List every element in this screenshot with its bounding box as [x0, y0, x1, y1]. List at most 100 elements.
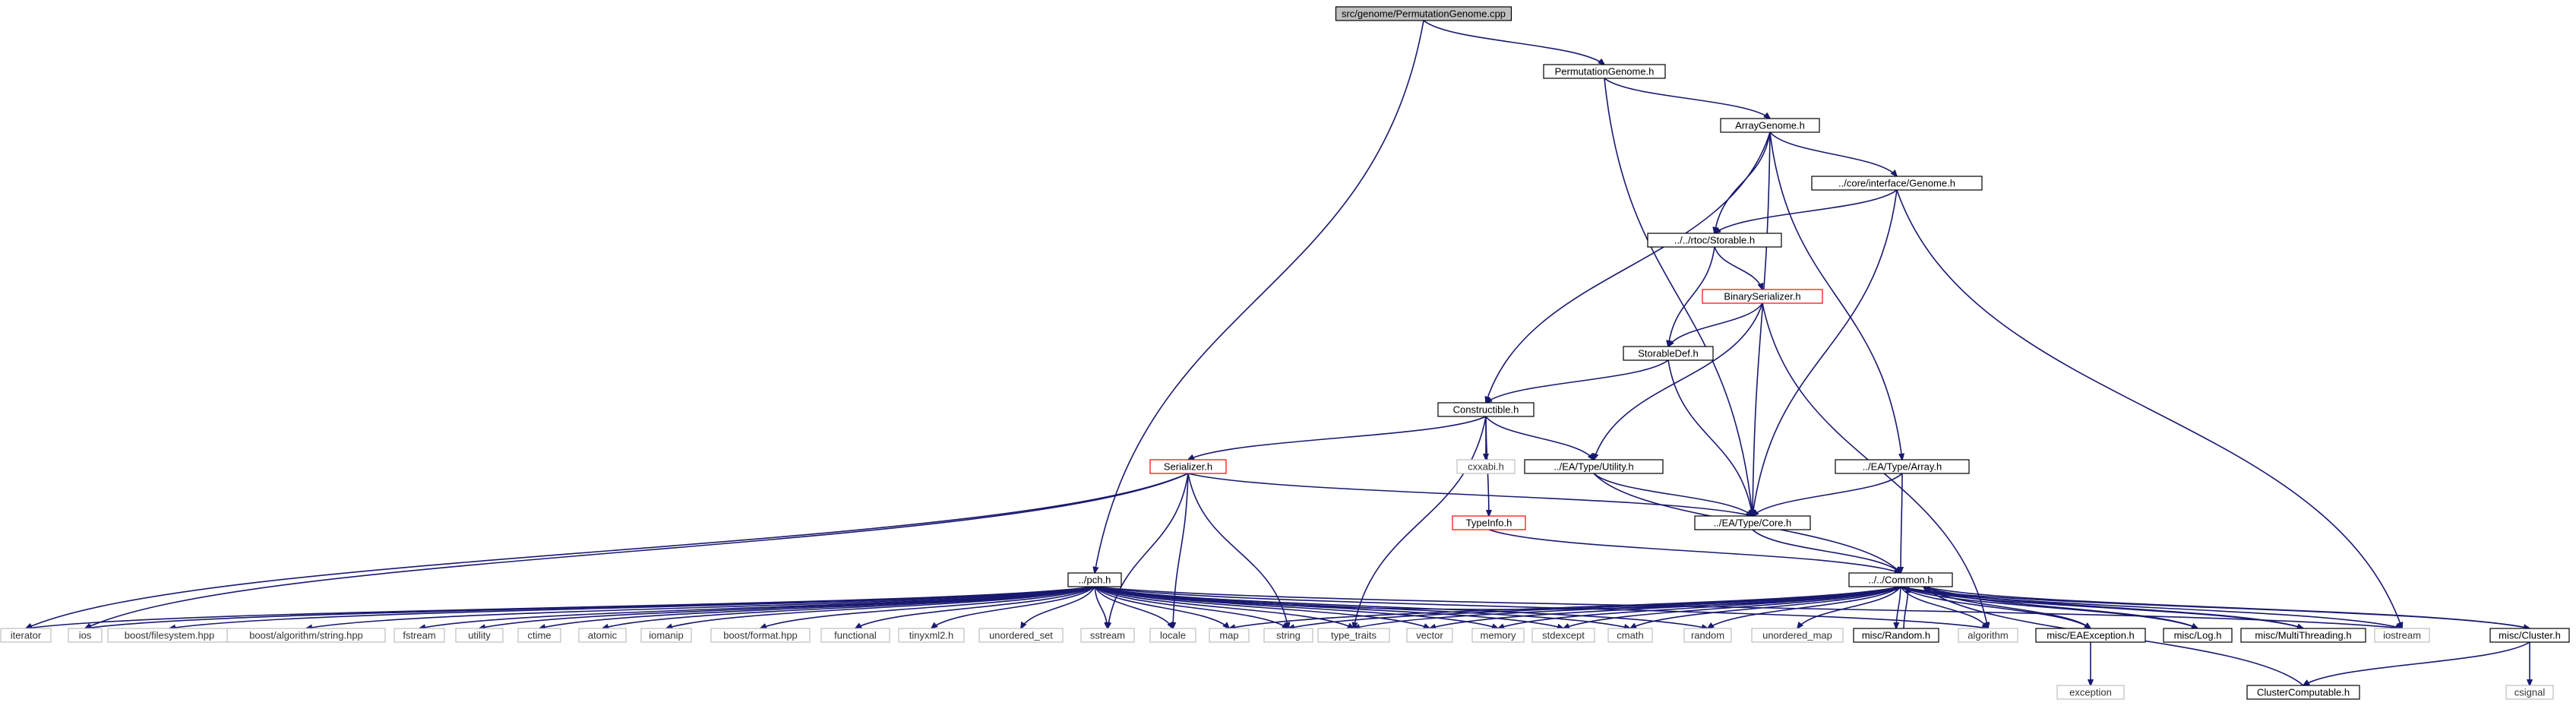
node-vector: vector: [1406, 628, 1453, 643]
edge-pch-to-bas: [306, 586, 1095, 628]
node-box: [1683, 628, 1732, 643]
node-binser[interactable]: BinarySerializer.h: [1702, 289, 1823, 304]
node-label: iterator: [11, 630, 42, 641]
edge-pch-to-ctime: [539, 586, 1095, 628]
node-box: [1531, 628, 1595, 643]
node-label: locale: [1160, 630, 1186, 641]
node-mlog[interactable]: misc/Log.h: [2163, 628, 2233, 643]
nodes-layer: src/genome/PermutationGenome.cppPermutat…: [0, 6, 2570, 700]
node-box: [1853, 628, 1939, 643]
node-cxxabi: cxxabi.h: [1456, 459, 1516, 474]
edge-mthread-to-common: [1923, 587, 2304, 629]
node-label: utility: [468, 630, 491, 641]
edge-root-to-pch: [1095, 20, 1424, 573]
node-label: iostream: [2383, 630, 2421, 641]
node-label: random: [1691, 630, 1724, 641]
node-serializer[interactable]: Serializer.h: [1149, 459, 1227, 474]
node-label: boost/algorithm/string.hpp: [249, 630, 363, 641]
edge-common-to-iostream: [1900, 586, 2402, 628]
node-box: [1437, 402, 1535, 417]
edge-constructible-to-utility_h: [1485, 416, 1594, 460]
edge-common-to-vector: [1430, 586, 1901, 628]
node-label: ../../Common.h: [1868, 574, 1933, 586]
edge-mcluster-to-common: [1923, 587, 2530, 629]
node-box: [2505, 685, 2554, 700]
node-box: [1335, 6, 1512, 21]
edge-pch-to-algorithm: [1094, 586, 1988, 628]
node-box: [898, 628, 965, 643]
node-constructible[interactable]: Constructible.h: [1437, 402, 1535, 417]
node-box: [1209, 628, 1250, 643]
node-arraygenome[interactable]: ArrayGenome.h: [1720, 118, 1820, 133]
node-storabledef[interactable]: StorableDef.h: [1623, 346, 1714, 361]
edge-pch-to-functional: [855, 586, 1095, 628]
edge-mcluster-to-clustcomp: [2303, 641, 2530, 685]
node-utility: utility: [455, 628, 504, 643]
edge-pch-to-tinyxml2: [931, 586, 1095, 628]
node-label: memory: [1481, 630, 1516, 641]
node-label: Constructible.h: [1453, 404, 1519, 416]
node-label: stdexcept: [1542, 630, 1585, 641]
node-box: [2374, 628, 2430, 643]
edge-serializer-to-sstream: [1108, 473, 1189, 628]
node-clustcomp[interactable]: ClusterComputable.h: [2246, 685, 2360, 700]
node-storable[interactable]: ../../rtoc/Storable.h: [1647, 233, 1782, 248]
node-mrandom[interactable]: misc/Random.h: [1853, 628, 1939, 643]
node-array_h[interactable]: ../EA/Type/Array.h: [1835, 459, 1970, 474]
node-genome[interactable]: ../core/interface/Genome.h: [1811, 176, 1983, 191]
node-csignal: csignal: [2505, 685, 2554, 700]
edge-common-to-umap: [1797, 586, 1901, 628]
node-mthread[interactable]: misc/MultiThreading.h: [2240, 628, 2366, 643]
node-common[interactable]: ../../Common.h: [1848, 572, 1953, 587]
node-label: atomic: [588, 630, 618, 641]
edge-pch-to-map: [1094, 586, 1229, 628]
node-pch[interactable]: ../pch.h: [1067, 572, 1122, 587]
node-utility_h[interactable]: ../EA/Type/Utility.h: [1524, 459, 1664, 474]
node-box: [710, 628, 811, 643]
edge-pch-to-string: [1094, 586, 1288, 628]
node-label: ../EA/Type/Utility.h: [1554, 461, 1633, 473]
node-box: [1317, 628, 1390, 643]
edge-common-to-mrandom: [1896, 586, 1901, 628]
node-mcluster[interactable]: misc/Cluster.h: [2489, 628, 2570, 643]
node-uset: unordered_set: [978, 628, 1064, 643]
node-core[interactable]: ../EA/Type/Core.h: [1694, 515, 1811, 530]
node-root[interactable]: src/genome/PermutationGenome.cpp: [1335, 6, 1512, 21]
node-box: [226, 628, 386, 643]
edge-pch-to-iostream: [1094, 586, 2402, 628]
node-eaexc[interactable]: misc/EAException.h: [2035, 628, 2146, 643]
edge-root-to-permgenome: [1423, 20, 1604, 65]
node-memory: memory: [1471, 628, 1525, 643]
node-ios: ios: [68, 628, 103, 643]
node-box: [1080, 628, 1135, 643]
edge-genome-to-storable: [1715, 189, 1898, 233]
edge-common-to-algorithm: [1900, 586, 1988, 628]
node-bas: boost/algorithm/string.hpp: [226, 628, 386, 643]
node-umap: unordered_map: [1751, 628, 1844, 643]
edge-storabledef-to-constructible: [1486, 359, 1669, 403]
node-box: [1647, 233, 1782, 248]
node-permgenome[interactable]: PermutationGenome.h: [1543, 64, 1666, 79]
edge-binser-to-storabledef: [1668, 302, 1763, 347]
edge-pch-to-vector: [1094, 586, 1430, 628]
node-label: sstream: [1090, 630, 1125, 641]
edge-pch-to-random: [1094, 586, 1708, 628]
edge-permgenome-to-arraygenome: [1604, 78, 1770, 119]
edge-array_h-to-core: [1753, 473, 1903, 516]
edge-arraygenome-to-array_h: [1769, 131, 1902, 460]
edge-storable-to-binser: [1714, 246, 1762, 290]
node-label: fstream: [403, 630, 435, 641]
edge-binser-to-utility_h: [1594, 302, 1763, 460]
node-box: [2056, 685, 2125, 700]
node-box: [1543, 64, 1666, 79]
node-label: map: [1219, 630, 1238, 641]
node-label: misc/Cluster.h: [2499, 630, 2561, 641]
node-typeinfo[interactable]: TypeInfo.h: [1452, 515, 1526, 530]
node-box: [1263, 628, 1313, 643]
edge-constructible-to-serializer: [1188, 416, 1487, 460]
node-string: string: [1263, 628, 1313, 643]
node-label: tinyxml2.h: [909, 630, 954, 641]
edge-pch-to-uset: [1021, 586, 1095, 628]
node-label: misc/Log.h: [2174, 630, 2222, 641]
